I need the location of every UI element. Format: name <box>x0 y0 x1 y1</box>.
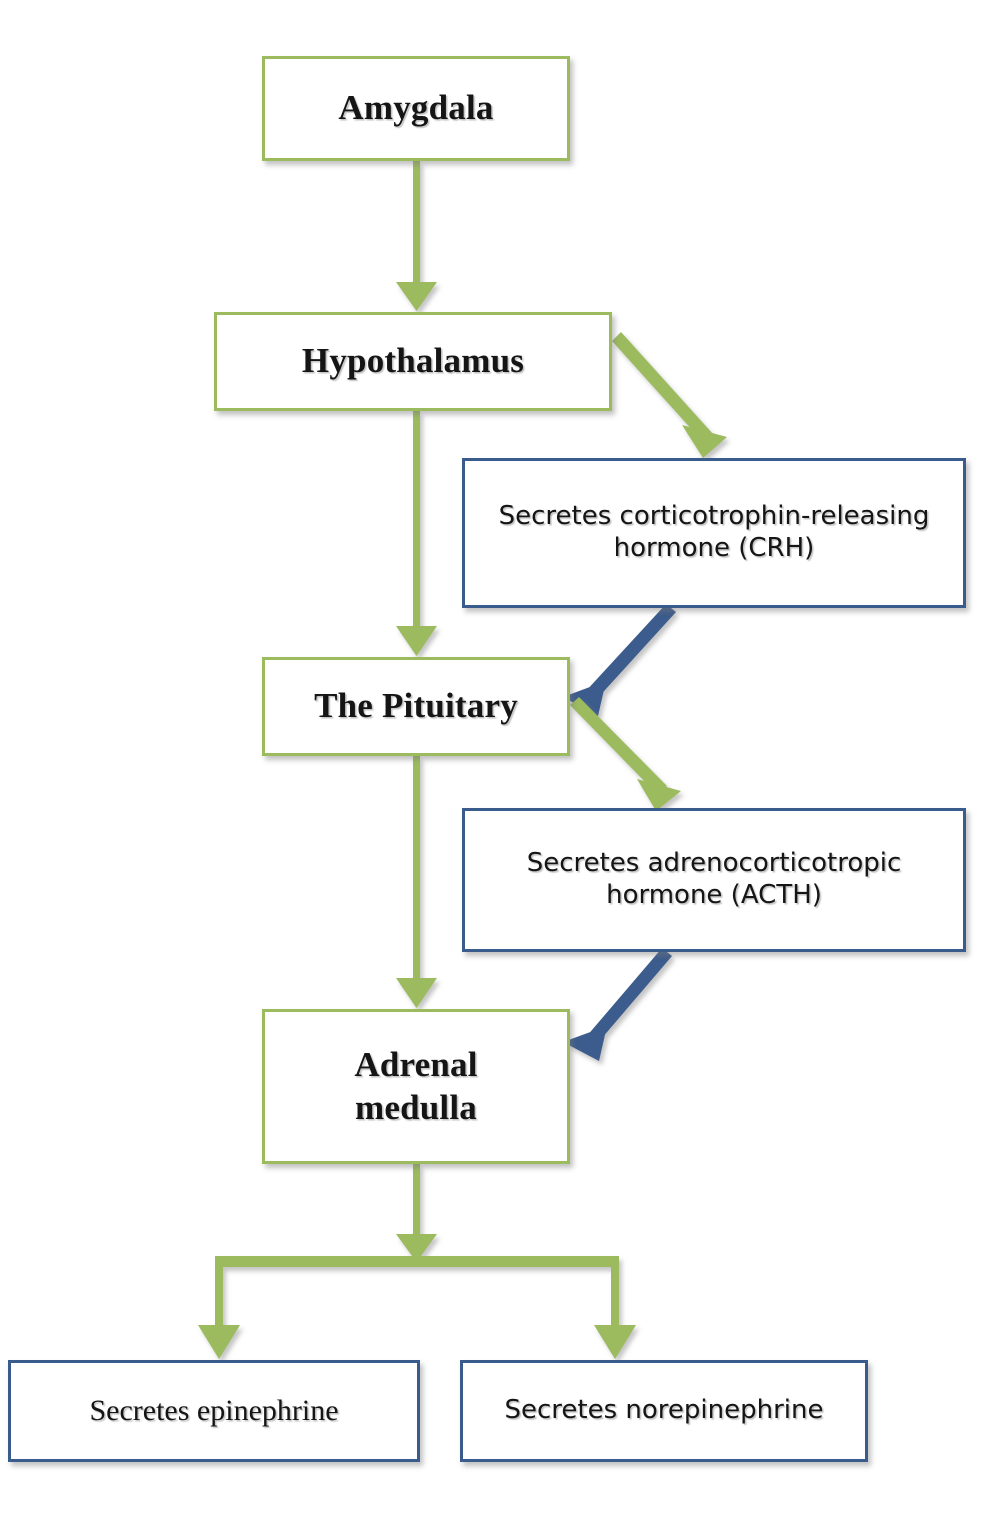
node-epinephrine[interactable]: Secretes epinephrine <box>8 1360 420 1462</box>
node-crh[interactable]: Secretes corticotrophin-releasing hormon… <box>462 458 966 608</box>
node-adrenal-medulla[interactable]: Adrenal medulla <box>262 1009 570 1164</box>
node-acth-label: Secretes adrenocorticotropic hormone (AC… <box>526 848 902 910</box>
node-hypothalamus[interactable]: Hypothalamus <box>214 312 612 411</box>
node-epinephrine-label: Secretes epinephrine <box>89 1393 339 1427</box>
connector-crh-to-pituitary <box>563 604 676 716</box>
node-amygdala-label: Amygdala <box>338 88 494 128</box>
node-hypothalamus-label: Hypothalamus <box>301 341 525 381</box>
node-amygdala[interactable]: Amygdala <box>262 56 570 161</box>
connector-acth-to-adrenal <box>563 948 672 1061</box>
connector-hypothalamus-to-pituitary <box>396 411 437 656</box>
connector-amygdala-to-hypothalamus <box>396 161 437 311</box>
connector-adrenal-to-split <box>198 1164 636 1359</box>
connector-pituitary-to-adrenal <box>396 756 437 1008</box>
node-crh-label: Secretes corticotrophin-releasing hormon… <box>498 501 930 563</box>
node-pituitary-label: The Pituitary <box>314 686 518 726</box>
node-norepinephrine[interactable]: Secretes norepinephrine <box>460 1360 868 1462</box>
node-adrenal-medulla-label: Adrenal medulla <box>354 1044 478 1127</box>
connector-hypothalamus-to-crh <box>612 332 727 458</box>
connector-pituitary-to-acth <box>570 697 681 811</box>
node-acth[interactable]: Secretes adrenocorticotropic hormone (AC… <box>462 808 966 952</box>
node-norepinephrine-label: Secretes norepinephrine <box>504 1395 824 1426</box>
node-pituitary[interactable]: The Pituitary <box>262 657 570 756</box>
